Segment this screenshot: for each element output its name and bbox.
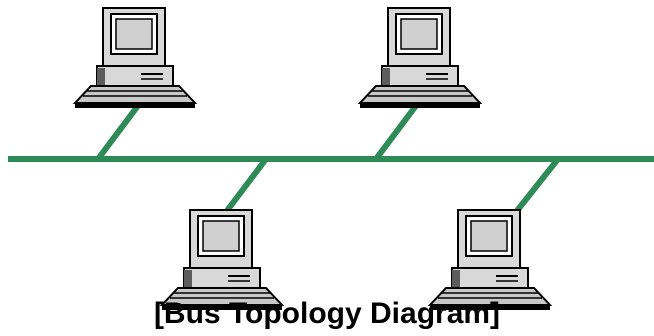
desktop-computer-icon <box>161 209 283 311</box>
drop-cable-1 <box>95 101 143 161</box>
desktop-computer-icon <box>359 7 481 109</box>
drop-cable-2 <box>373 101 421 161</box>
drop-cable-3 <box>223 157 269 214</box>
desktop-computer-icon <box>429 209 551 311</box>
drop-cable-4 <box>513 157 561 214</box>
diagram-caption: [Bus Topology Diagram] <box>153 297 501 330</box>
desktop-computer-icon <box>74 7 196 109</box>
